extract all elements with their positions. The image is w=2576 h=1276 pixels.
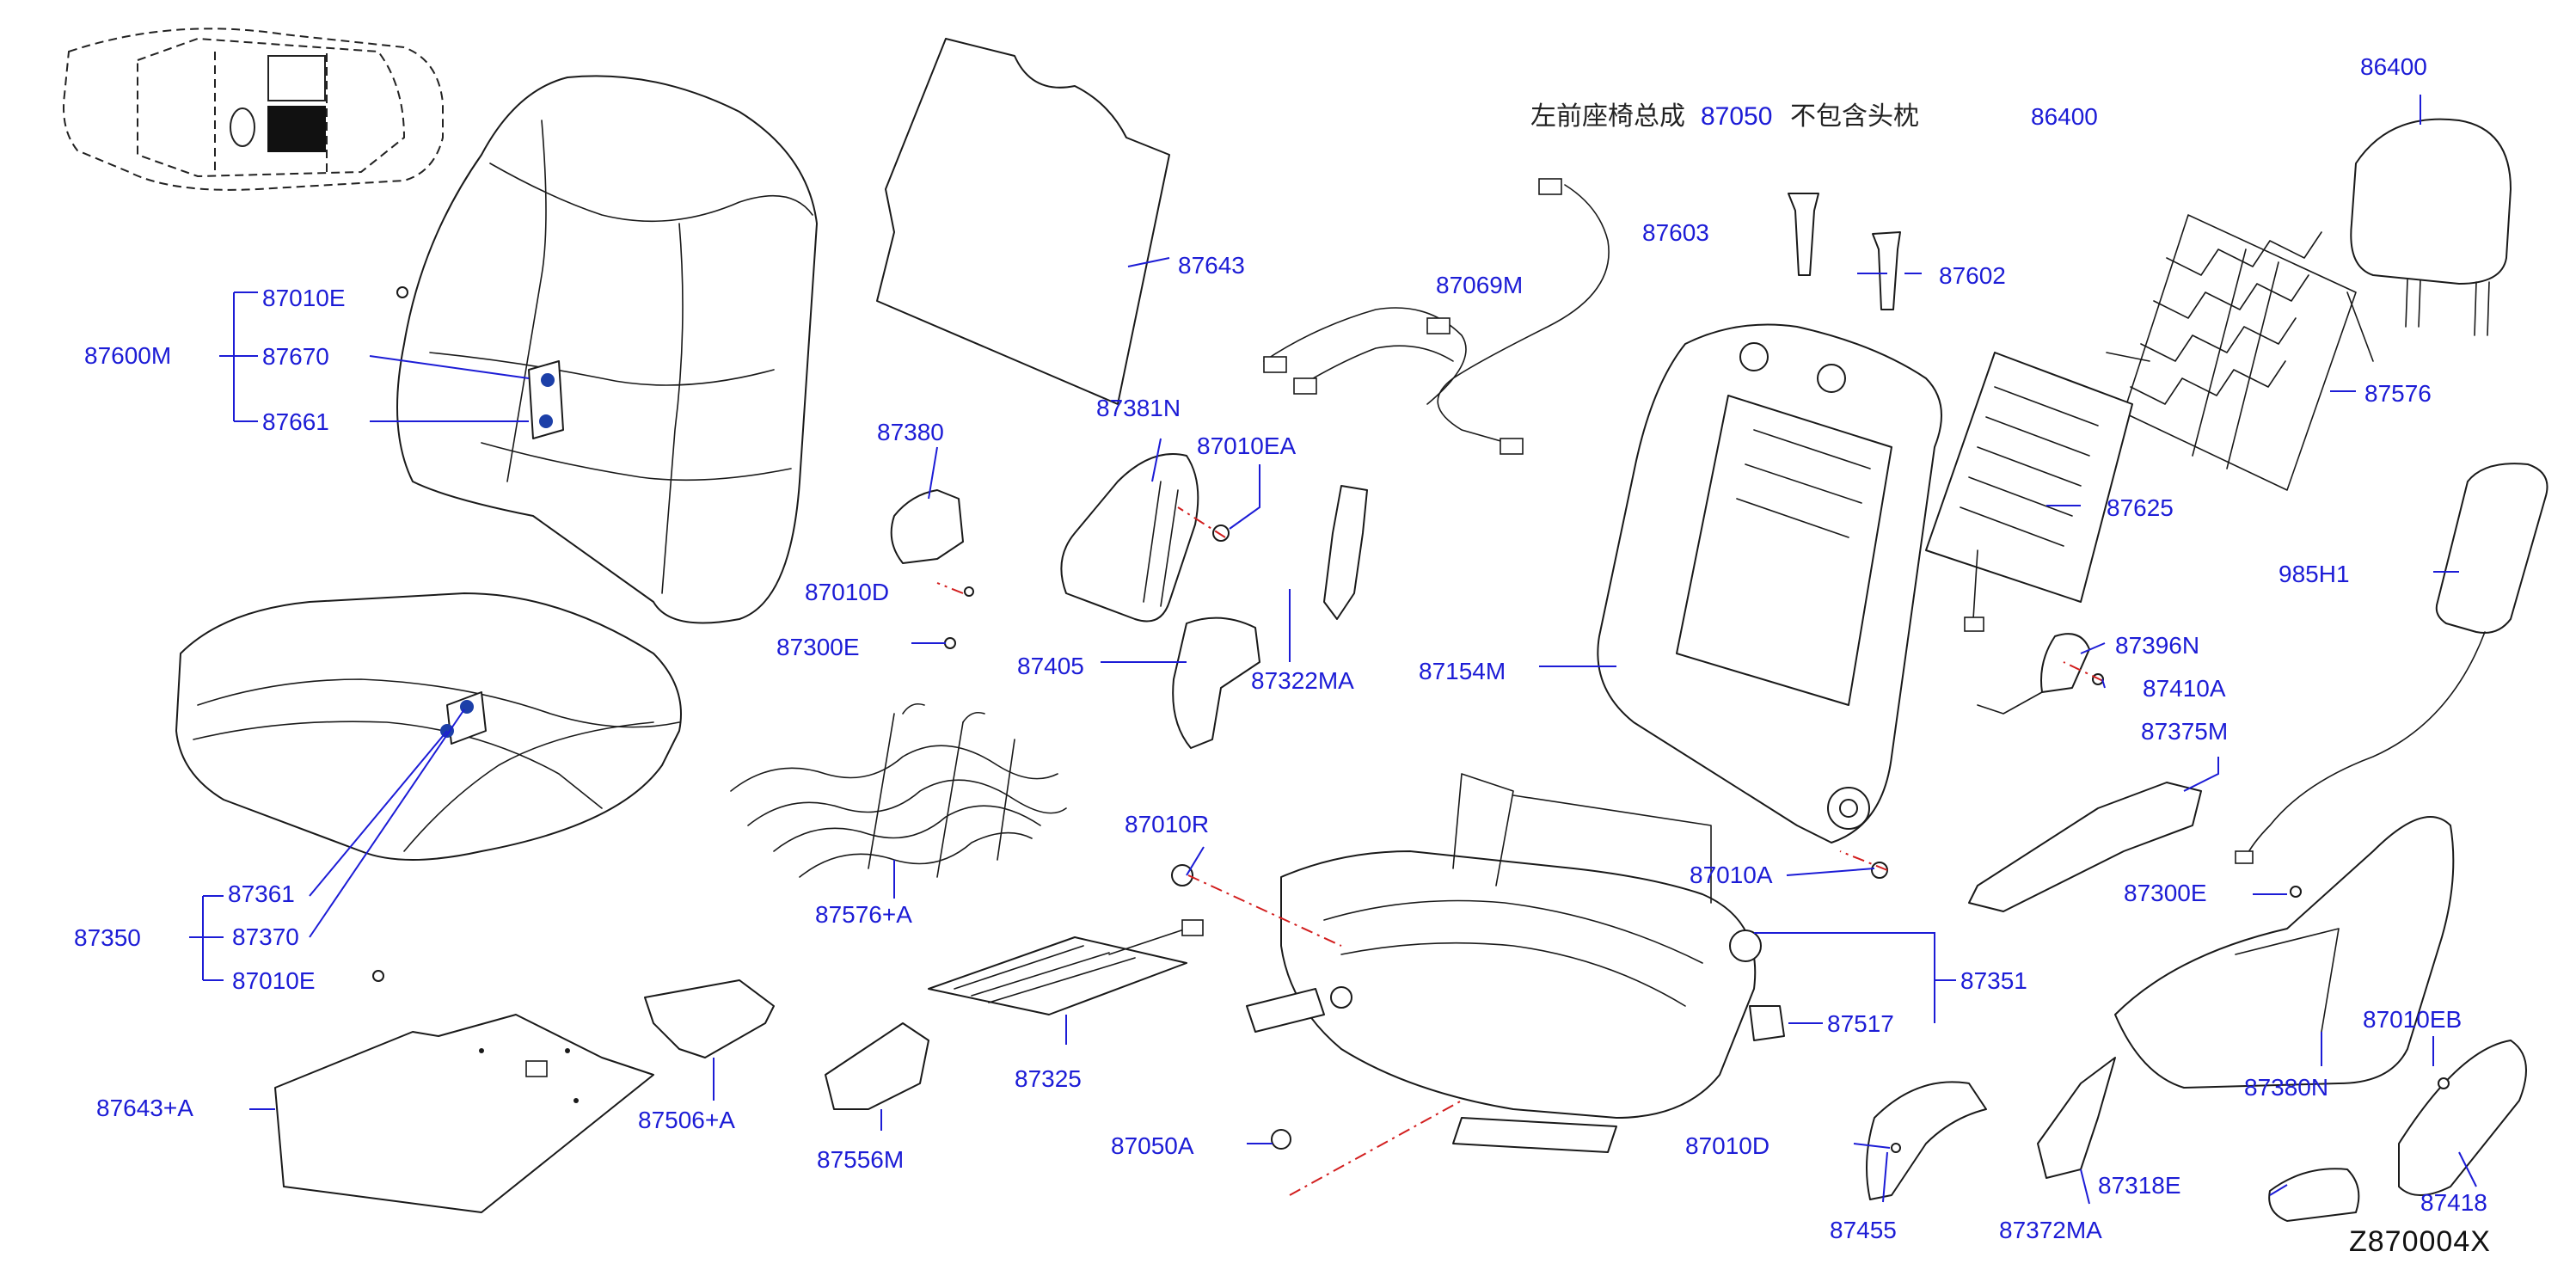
trim-87380N — [2114, 816, 2455, 1089]
label-87643A[interactable]: 87643+A — [96, 1095, 193, 1121]
label-87396N[interactable]: 87396N — [2115, 632, 2199, 659]
label-87069M[interactable]: 87069M — [1436, 272, 1523, 298]
label-87375M[interactable]: 87375M — [2141, 718, 2228, 745]
recliner-cover-87381N — [1060, 453, 1199, 623]
label-87576[interactable]: 87576 — [2364, 380, 2432, 407]
label-86400-headrest[interactable]: 86400 — [2360, 53, 2427, 80]
note-prefix: 左前座椅总成 — [1530, 101, 1685, 132]
side-airbag-module-part — [2235, 463, 2548, 864]
diagram-reference-code: Z870004X — [2349, 1225, 2491, 1258]
trim-87380 — [890, 489, 964, 564]
headrest-part — [2350, 118, 2512, 336]
trim-87455 — [1866, 1081, 1987, 1200]
trim-87318E — [2268, 1168, 2360, 1222]
assembly-note: 左前座椅总成 87050 不包含头枕 — [1530, 101, 1919, 132]
note-suffix: 不包含头枕 — [1790, 101, 1919, 132]
trim-87322MA — [1323, 485, 1368, 620]
seat-cushion-cover-part — [175, 592, 682, 861]
label-87517[interactable]: 87517 — [1827, 1010, 1894, 1037]
label-87380[interactable]: 87380 — [877, 419, 944, 445]
trim-87396N — [1977, 633, 2090, 715]
label-87576A[interactable]: 87576+A — [815, 901, 912, 928]
label-87506A[interactable]: 87506+A — [638, 1107, 735, 1133]
label-87010EA[interactable]: 87010EA — [1197, 432, 1297, 459]
heater-mat-87325 — [928, 919, 1204, 1015]
vehicle-locator-icon — [63, 28, 444, 191]
label-87600M[interactable]: 87600M — [84, 342, 171, 369]
label-87010E-top[interactable]: 87010E — [262, 285, 346, 311]
label-87050A[interactable]: 87050A — [1111, 1132, 1194, 1159]
label-87010R[interactable]: 87010R — [1125, 811, 1209, 837]
label-87010D-bottom[interactable]: 87010D — [1685, 1132, 1769, 1159]
seatback-frame-part — [1597, 323, 1942, 844]
label-87625[interactable]: 87625 — [2107, 494, 2174, 521]
label-87010E-bottom[interactable]: 87010E — [232, 967, 316, 994]
label-87361[interactable]: 87361 — [228, 880, 295, 907]
label-87381N[interactable]: 87381N — [1096, 395, 1181, 421]
part-labels: 86400 86400 87600M 87010E 87670 87661 87… — [74, 53, 2487, 1243]
label-87455[interactable]: 87455 — [1830, 1217, 1897, 1243]
seatback-heater-mat-part — [1925, 352, 2133, 632]
label-985H1[interactable]: 985H1 — [2279, 561, 2350, 587]
label-87372MA[interactable]: 87372MA — [1999, 1217, 2102, 1243]
cushion-spring-part — [730, 702, 1067, 878]
fasteners — [372, 286, 2450, 1153]
note-part-number[interactable]: 87050 — [1701, 102, 1772, 131]
label-87350[interactable]: 87350 — [74, 924, 141, 951]
seat-back-clip-markers — [528, 360, 564, 439]
fastener-alignment-lines — [936, 506, 2104, 1196]
bracket-87506A — [644, 979, 775, 1058]
leader-lines — [189, 95, 2477, 1205]
label-87010EB[interactable]: 87010EB — [2363, 1006, 2462, 1033]
bracket-87556M — [825, 1022, 929, 1110]
label-87670[interactable]: 87670 — [262, 343, 329, 370]
label-87325[interactable]: 87325 — [1015, 1065, 1082, 1092]
label-87418[interactable]: 87418 — [2420, 1189, 2487, 1216]
label-87643[interactable]: 87643 — [1178, 252, 1245, 279]
label-87154M[interactable]: 87154M — [1419, 658, 1506, 684]
seat-cushion-board-part — [274, 1014, 654, 1213]
label-87405[interactable]: 87405 — [1017, 653, 1084, 679]
label-87318E[interactable]: 87318E — [2098, 1172, 2181, 1199]
seatback-spring-part — [2106, 214, 2374, 491]
clip-87517 — [1749, 1005, 1785, 1041]
wire-harness-part — [1263, 178, 1610, 455]
label-87300E-right[interactable]: 87300E — [2124, 880, 2207, 906]
label-86400-note[interactable]: 86400 — [2031, 103, 2098, 130]
label-87556M[interactable]: 87556M — [817, 1146, 904, 1173]
seat-back-cover-part — [396, 75, 818, 624]
seat-cushion-frame-part — [1246, 773, 1762, 1153]
headrest-guide-87602 — [1872, 231, 1901, 310]
label-87351[interactable]: 87351 — [1960, 967, 2027, 994]
trim-87372MA — [2037, 1057, 2116, 1179]
label-87602[interactable]: 87602 — [1939, 262, 2006, 289]
trim-87405 — [1172, 617, 1260, 749]
label-87380N[interactable]: 87380N — [2244, 1074, 2328, 1101]
label-87370[interactable]: 87370 — [232, 923, 299, 950]
label-87010D-top[interactable]: 87010D — [805, 579, 889, 605]
label-87300E-left[interactable]: 87300E — [776, 634, 860, 660]
label-87010A[interactable]: 87010A — [1690, 862, 1773, 888]
trim-87375M — [1968, 782, 2202, 912]
label-87603[interactable]: 87603 — [1642, 219, 1709, 246]
label-87410A[interactable]: 87410A — [2143, 675, 2226, 702]
seat-back-board-part — [876, 38, 1170, 405]
label-87322MA[interactable]: 87322MA — [1251, 667, 1354, 694]
headrest-guide-87603 — [1788, 193, 1819, 276]
trim-87418 — [2398, 1040, 2527, 1196]
label-87661[interactable]: 87661 — [262, 408, 329, 435]
